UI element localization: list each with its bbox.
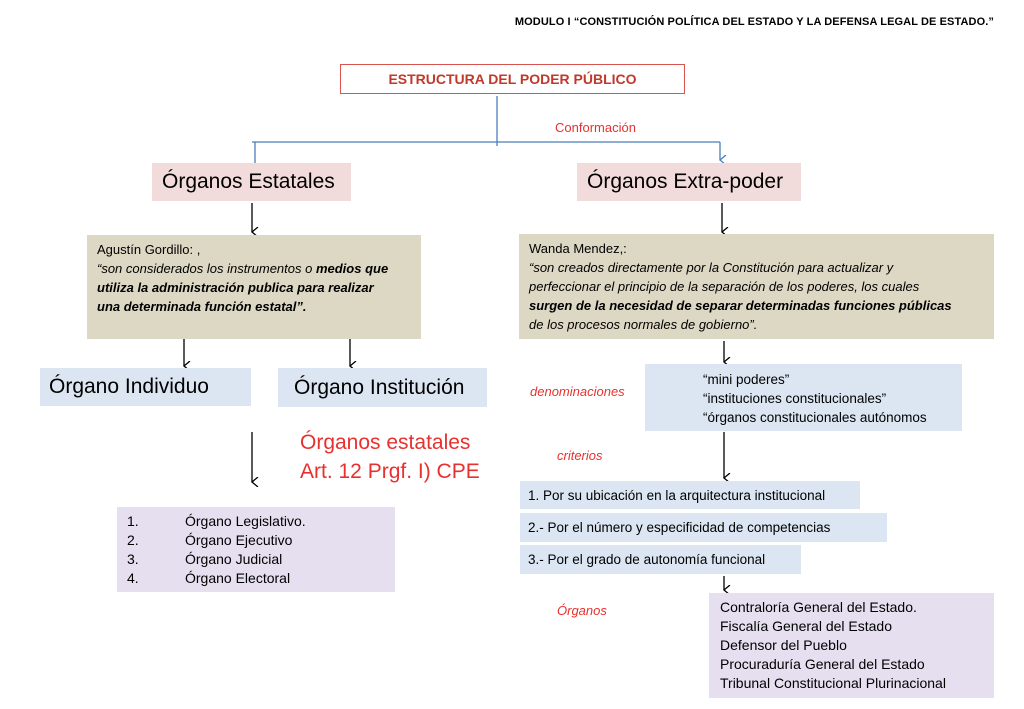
mendez-quote-box: Wanda Mendez,: “son creados directamente… xyxy=(519,234,994,339)
gordillo-quote-box: Agustín Gordillo: , “son considerados lo… xyxy=(87,235,421,339)
organos-extra-list-box: Contraloría General del Estado. Fiscalía… xyxy=(709,593,994,698)
organo-institucion-box: Órgano Institución xyxy=(278,368,487,407)
organo-item: Tribunal Constitucional Plurinacional xyxy=(720,675,946,691)
mendez-author: Wanda Mendez,: xyxy=(529,241,627,256)
mendez-quote-line: “son creados directamente por la Constit… xyxy=(529,260,894,275)
criterio-item: 2.- Por el número y especificidad de com… xyxy=(520,513,887,542)
denominacion-item: “órganos constitucionales autónomos xyxy=(703,410,927,425)
list-item: 1.Órgano Legislativo. xyxy=(127,513,306,529)
organos-label: Órganos xyxy=(557,603,607,618)
organos-estatales-cpe: Órganos estatales Art. 12 Prgf. I) CPE xyxy=(300,428,480,486)
list-item: 3.Órgano Judicial xyxy=(127,551,283,567)
conformacion-label: Conformación xyxy=(555,120,636,135)
organo-item: Contraloría General del Estado. xyxy=(720,599,917,615)
cpe-line-1: Órganos estatales xyxy=(300,431,471,454)
mendez-quote-line: de los procesos normales de gobierno”. xyxy=(529,317,758,332)
organo-item: Procuraduría General del Estado xyxy=(720,656,925,672)
organo-item: Fiscalía General del Estado xyxy=(720,618,892,634)
criterio-item: 1. Por su ubicación en la arquitectura i… xyxy=(520,481,860,509)
page-header: MODULO I “CONSTITUCIÓN POLÍTICA DEL ESTA… xyxy=(514,16,994,28)
gordillo-quote-line: una determinada función estatal”. xyxy=(97,299,307,314)
organo-individuo-box: Órgano Individuo xyxy=(40,368,251,406)
organos-extra-poder-box: Órganos Extra-poder xyxy=(577,163,801,201)
mendez-quote-line: surgen de la necesidad de separar determ… xyxy=(529,298,952,313)
organos-list-box: 1.Órgano Legislativo. 2.Órgano Ejecutivo… xyxy=(117,507,395,592)
criterio-item: 3.- Por el grado de autonomía funcional xyxy=(520,545,801,574)
denominaciones-box: “mini poderes” “instituciones constituci… xyxy=(645,364,962,431)
gordillo-quote-line: “son considerados los instrumentos o med… xyxy=(97,261,389,276)
organos-estatales-box: Órganos Estatales xyxy=(152,163,351,201)
organo-item: Defensor del Pueblo xyxy=(720,637,847,653)
cpe-line-2: Art. 12 Prgf. I) CPE xyxy=(300,460,480,483)
mendez-quote-line: perfeccionar el principio de la separaci… xyxy=(529,279,920,294)
gordillo-author: Agustín Gordillo: , xyxy=(97,242,201,257)
diagram-title: ESTRUCTURA DEL PODER PÚBLICO xyxy=(340,64,685,94)
gordillo-quote-line: utiliza la administración publica para r… xyxy=(97,280,374,295)
denominacion-item: “mini poderes” xyxy=(703,372,790,387)
criterios-label: criterios xyxy=(557,448,603,463)
denominacion-item: “instituciones constitucionales” xyxy=(703,391,887,406)
list-item: 4.Órgano Electoral xyxy=(127,570,291,586)
list-item: 2.Órgano Ejecutivo xyxy=(127,532,293,548)
denominaciones-label: denominaciones xyxy=(530,384,625,399)
